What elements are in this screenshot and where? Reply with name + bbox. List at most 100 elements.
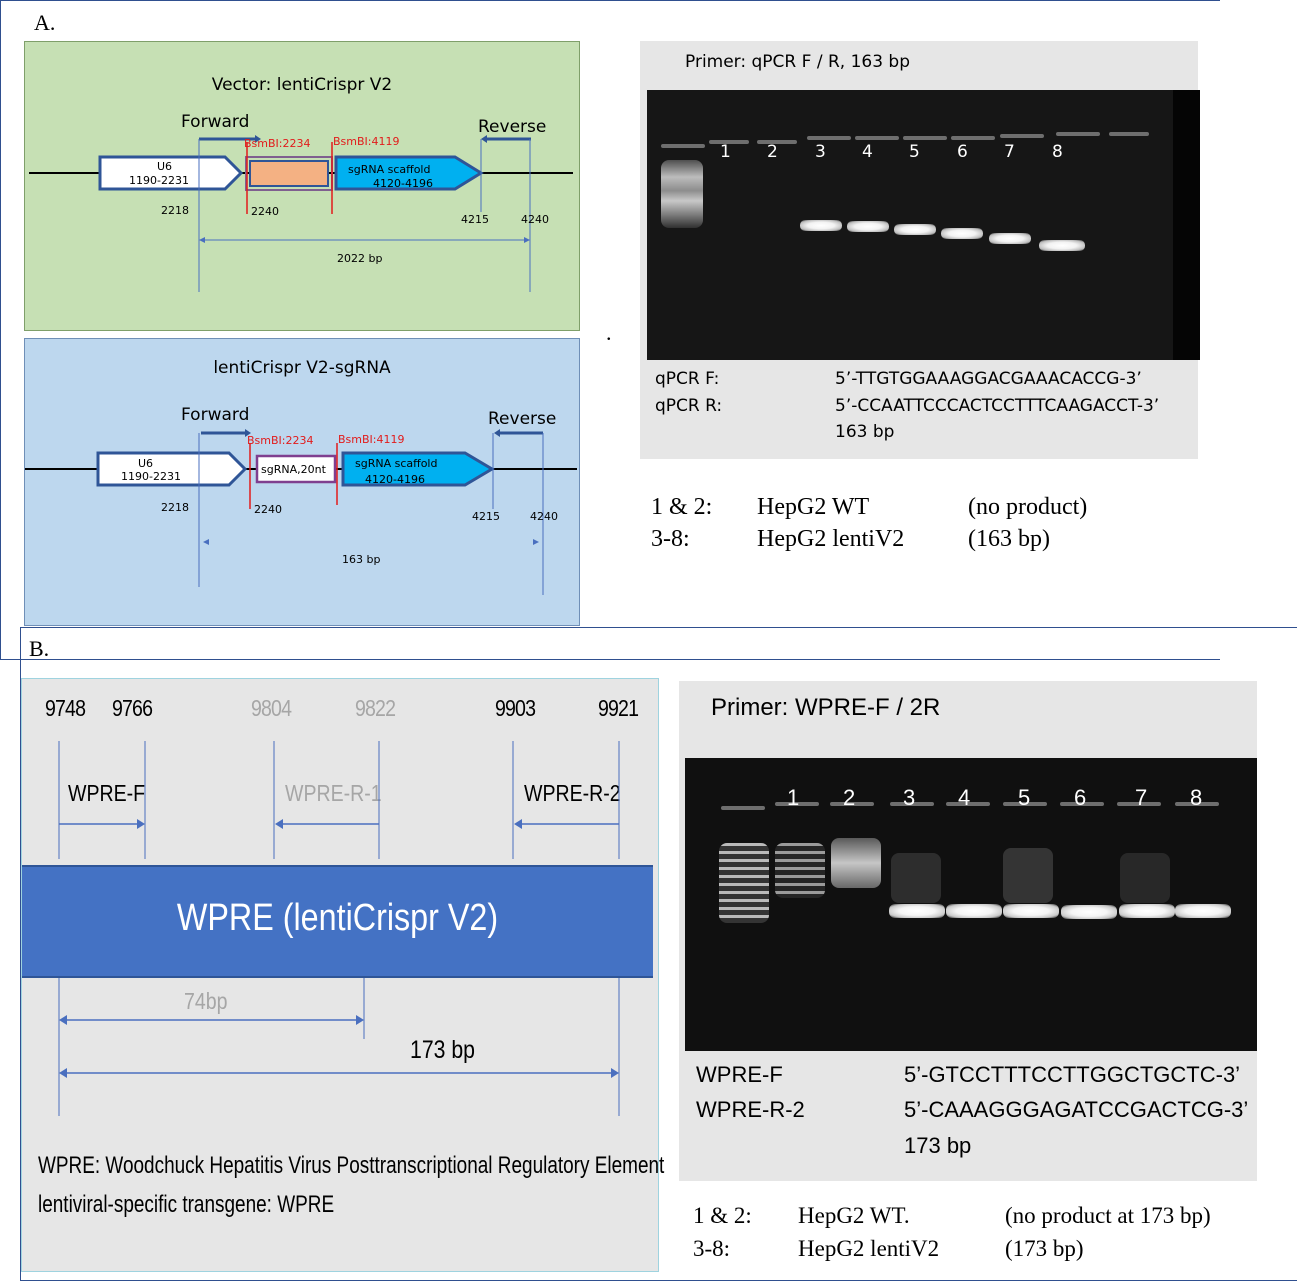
legend-b-row-1-sample: HepG2 WT. — [798, 1203, 910, 1228]
gel-b-row-1-seq: 5’-GTCCTTTCCTTGGCTGCTC-3’ — [904, 1062, 1241, 1087]
legend-b-row-1-lanes: 1 & 2: — [693, 1203, 752, 1228]
sgrna-reverse-label: Reverse — [488, 409, 557, 429]
gel-b-lane-1: 1 — [787, 785, 800, 810]
sgrna-bsmbi-1: BsmBI:2234 — [247, 434, 314, 447]
sgrna-pos-2240: 2240 — [254, 503, 282, 516]
gel-a-row-2-name: qPCR R: — [655, 396, 723, 416]
wpre-map-panel: 9748 9766 9804 9822 9903 9921 WPRE-F WPR… — [21, 678, 664, 1272]
vector-map-panel: Vector: lentiCrispr V2 Forward Reverse U… — [24, 41, 580, 331]
legend-a-row-1-result: (no product) — [968, 494, 1088, 520]
gel-a-row-1-name: qPCR F: — [655, 369, 720, 389]
gel-b-well — [721, 806, 765, 810]
legend-b-row-1-result: (no product at 173 bp) — [1005, 1203, 1211, 1228]
gel-a-well — [1056, 132, 1100, 136]
gel-a-image: 1 2 3 4 5 6 7 8 — [647, 90, 1200, 360]
gel-b-well — [1060, 802, 1104, 806]
gel-b-panel: Primer: WPRE-F / 2R 1 2 3 4 5 6 7 8 WPRE… — [679, 681, 1257, 1181]
sgrna-scaffold-range: 4120-4196 — [365, 473, 425, 486]
gel-a-lane-5: 5 — [909, 142, 920, 162]
legend-a-row-2-sample: HepG2 lentiV2 — [757, 526, 905, 552]
wpre-f-label: WPRE-F — [68, 780, 146, 806]
gel-a-well — [1000, 134, 1044, 138]
gel-b-ladder — [719, 843, 769, 923]
gel-b-well — [1003, 802, 1047, 806]
gel-b-band-lane-3 — [889, 904, 945, 918]
scaffold-arrow — [341, 451, 495, 487]
vector-bsmbi-1: BsmBI:2234 — [244, 137, 311, 150]
wpre-bar: WPRE (lentiCrispr V2) — [22, 865, 653, 978]
gel-a-panel: Primer: qPCR F / R, 163 bp 1 2 3 4 5 6 7… — [640, 41, 1200, 459]
insert-box — [255, 454, 337, 484]
gel-a-size: 163 bp — [835, 422, 895, 442]
reverse-primer-arrow — [275, 819, 379, 829]
vector-u6-name: U6 — [157, 160, 173, 173]
gel-a-band-lane-5 — [894, 224, 936, 235]
sgrna-size: 163 bp — [342, 553, 381, 566]
vector-pos-4240: 4240 — [521, 213, 549, 226]
wpre-bar-label: WPRE (lentiCrispr V2) — [176, 897, 499, 939]
gel-b-lane-6: 6 — [1074, 785, 1087, 810]
gel-a-lane-4: 4 — [862, 142, 873, 162]
gel-b-smear-lane-7 — [1120, 853, 1170, 903]
wpre-pos-9766: 9766 — [112, 695, 153, 721]
wpre-pos-9804: 9804 — [251, 695, 292, 721]
gel-b-band-lane-4 — [946, 904, 1002, 918]
gel-b-smear-lane-2 — [831, 838, 881, 888]
insert-box — [249, 160, 329, 187]
gel-b-lane-2: 2 — [843, 785, 856, 810]
gel-a-well — [855, 136, 899, 140]
gel-b-band-lane-6 — [1061, 905, 1117, 919]
gel-a-lane-6: 6 — [957, 142, 968, 162]
gel-a-lane-8: 8 — [1052, 142, 1063, 162]
reverse-primer-arrow — [514, 819, 619, 829]
vector-map-drawing — [29, 135, 573, 292]
vector-u6-range: 1190-2231 — [129, 174, 189, 187]
gel-b-size: 173 bp — [904, 1133, 972, 1158]
wpre-r1-label: WPRE-R-1 — [285, 780, 382, 806]
gel-b-band-lane-8 — [1175, 904, 1231, 918]
gel-a-well — [903, 136, 947, 140]
frame-top-line — [0, 0, 1220, 1]
legend-a-row-2-lanes: 3-8: — [651, 526, 690, 552]
gel-a-lane-7: 7 — [1004, 142, 1015, 162]
legend-b-row-2-result: (173 bp) — [1005, 1236, 1084, 1261]
gel-b-lane-5: 5 — [1018, 785, 1031, 810]
wpre-size-74: 74bp — [184, 988, 228, 1014]
gel-b-smear-lane-3 — [891, 853, 941, 903]
gel-a-band-lane-6 — [941, 228, 983, 239]
sgrna-map-panel: lentiCrispr V2-sgRNA Forward Reverse U6 … — [24, 338, 580, 626]
gel-a-well — [661, 144, 705, 148]
wpre-pos-9748: 9748 — [45, 695, 86, 721]
gel-b-row-1-name: WPRE-F — [696, 1062, 783, 1087]
wpre-pos-9822: 9822 — [355, 695, 396, 721]
vector-bsmbi-2: BsmBI:4119 — [333, 135, 400, 148]
gel-b-band-lane-7 — [1119, 904, 1175, 918]
gel-b-well — [1117, 802, 1161, 806]
frame-mid-line — [0, 659, 1220, 660]
gel-a-well — [807, 136, 851, 140]
gel-a-lane-2: 2 — [767, 142, 778, 162]
scaffold-arrow — [334, 155, 484, 191]
sgrna-bsmbi-2: BsmBI:4119 — [338, 433, 405, 446]
gel-a-well — [951, 136, 995, 140]
reverse-primer-arrow — [481, 135, 531, 143]
sgrna-insert-label: sgRNA,20nt — [261, 463, 326, 476]
forward-primer-arrow — [59, 819, 145, 829]
gel-a-ladder — [661, 160, 703, 228]
gel-a-row-2-seq: 5’-CCAATTCCCACTCCTTTCAAGACCT-3’ — [835, 396, 1160, 416]
gel-b-image: 1 2 3 4 5 6 7 8 — [685, 758, 1257, 1051]
legend-a-row-1-sample: HepG2 WT — [757, 494, 870, 520]
gel-a-right-edge — [1173, 90, 1200, 360]
gel-a-well — [1109, 132, 1149, 136]
forward-primer-arrow — [201, 429, 251, 437]
sgrna-pos-2218: 2218 — [161, 501, 189, 514]
legend-a-row-2-result: (163 bp) — [968, 526, 1050, 552]
wpre-pos-9921: 9921 — [598, 695, 639, 721]
wpre-note-2: lentiviral-specific transgene: WPRE — [38, 1191, 335, 1218]
gel-b-well — [775, 802, 819, 806]
gel-b-well — [830, 802, 874, 806]
vector-scaffold-name: sgRNA scaffold — [348, 163, 431, 176]
gel-b-smear-lane-1 — [775, 843, 825, 898]
gel-a-band-lane-8 — [1039, 240, 1085, 251]
gel-a-lane-3: 3 — [815, 142, 826, 162]
